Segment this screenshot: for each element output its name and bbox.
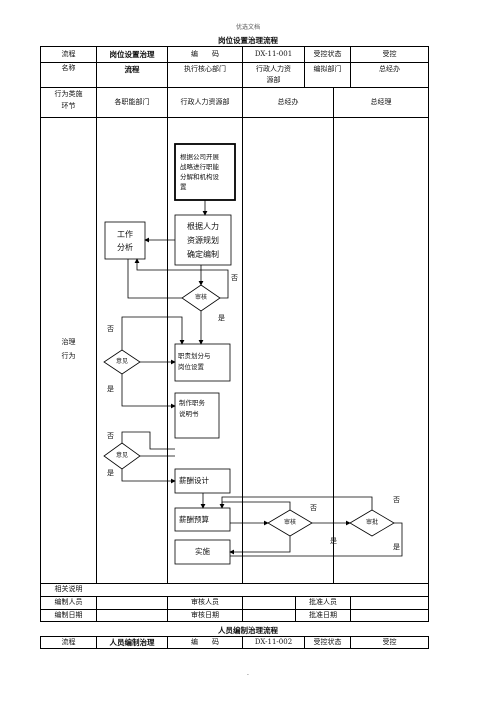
second-status-label: 受控状态 [313, 638, 342, 646]
bottom-dot: . [247, 670, 249, 677]
diamond-review-2-text: 审核 [283, 519, 296, 526]
org-dept-label: 编拟部门 [313, 65, 342, 73]
reviewer-label: 审核人员 [191, 598, 219, 606]
no-label-3: 否 [107, 432, 114, 440]
hr-dept-line2: 源部 [266, 76, 281, 84]
yes-label-5: 是 [393, 543, 400, 551]
flow-name-line2: 流程 [124, 65, 140, 74]
no-label-4: 否 [310, 504, 317, 512]
code-value: DX-11-001 [254, 50, 293, 58]
lane-3: 总经办 [277, 98, 299, 106]
second-code-label: 编 码 [191, 638, 219, 646]
box-start-text: 根据公司开展战略进行职能分解和机构设置 [180, 153, 219, 191]
yes-label-3: 是 [107, 469, 114, 477]
approver-label: 批准人员 [309, 598, 337, 606]
second-status-value: 受控 [382, 638, 397, 646]
flow-label: 流程 [61, 50, 76, 58]
box-duty-text: 职责划分与岗位设置 [178, 352, 211, 371]
row-label-2: 环节 [61, 102, 76, 110]
yes-label-2: 是 [107, 385, 114, 393]
document-title: 岗位设置治理流程 [218, 36, 278, 45]
box-salary-budget-text: 薪酬预算 [179, 515, 209, 524]
lane-4: 总经理 [370, 98, 392, 106]
diamond-opinion-2-text: 意见 [115, 452, 128, 459]
diamond-approve [349, 509, 395, 537]
flow-name-line1: 岗位设置治理 [109, 50, 155, 59]
second-title: 人员编制治理流程 [218, 626, 278, 635]
no-label-1: 否 [231, 274, 238, 282]
box-jobdesc-text: 制作职务说明书 [179, 399, 205, 418]
diamond-opinion-1-text: 意见 [115, 358, 128, 365]
review-date-label: 审核日期 [191, 611, 219, 619]
side-label-1: 治理 [61, 338, 76, 346]
box-job-desc [174, 392, 220, 439]
status-value: 受控 [382, 50, 397, 58]
no-label-5: 否 [393, 496, 400, 504]
preparer-label: 编制人员 [54, 598, 83, 606]
approve-date-label: 批准日期 [309, 611, 337, 619]
no-label-2: 否 [107, 325, 114, 333]
second-code-value: DX-11-002 [254, 638, 293, 646]
second-flow-name: 人员编制治理 [109, 638, 155, 647]
code-label: 编 码 [191, 50, 219, 58]
org-dept-value: 总经办 [379, 65, 400, 73]
status-label: 受控状态 [313, 50, 342, 58]
watermark-top: 优选文档 [235, 24, 260, 31]
diamond-review-1-text: 审核 [194, 294, 207, 301]
hr-dept-line1: 行政人力资 [256, 65, 291, 73]
prep-date-label: 编制日期 [54, 611, 83, 619]
diamond-approve-text: 审批 [365, 519, 378, 526]
exec-dept: 执行核心部门 [184, 65, 226, 73]
second-flow-label: 流程 [61, 638, 76, 646]
yes-label-4: 是 [330, 537, 337, 545]
box-implement-text: 实施 [195, 547, 210, 556]
row-label-1: 行为类施 [54, 90, 83, 98]
related-label: 相关说明 [54, 585, 83, 593]
box-work-text: 工作分析 [117, 230, 133, 252]
yes-label-1: 是 [218, 314, 225, 322]
box-plan-text: 根据人力资源规划确定编制 [187, 222, 219, 259]
lane-2: 行政人力资源部 [180, 98, 230, 106]
lane-1: 各职能部门 [114, 98, 150, 106]
name-label: 名称 [61, 64, 76, 72]
box-salary-design-text: 薪酬设计 [179, 476, 209, 485]
side-label-2: 行为 [61, 352, 76, 360]
